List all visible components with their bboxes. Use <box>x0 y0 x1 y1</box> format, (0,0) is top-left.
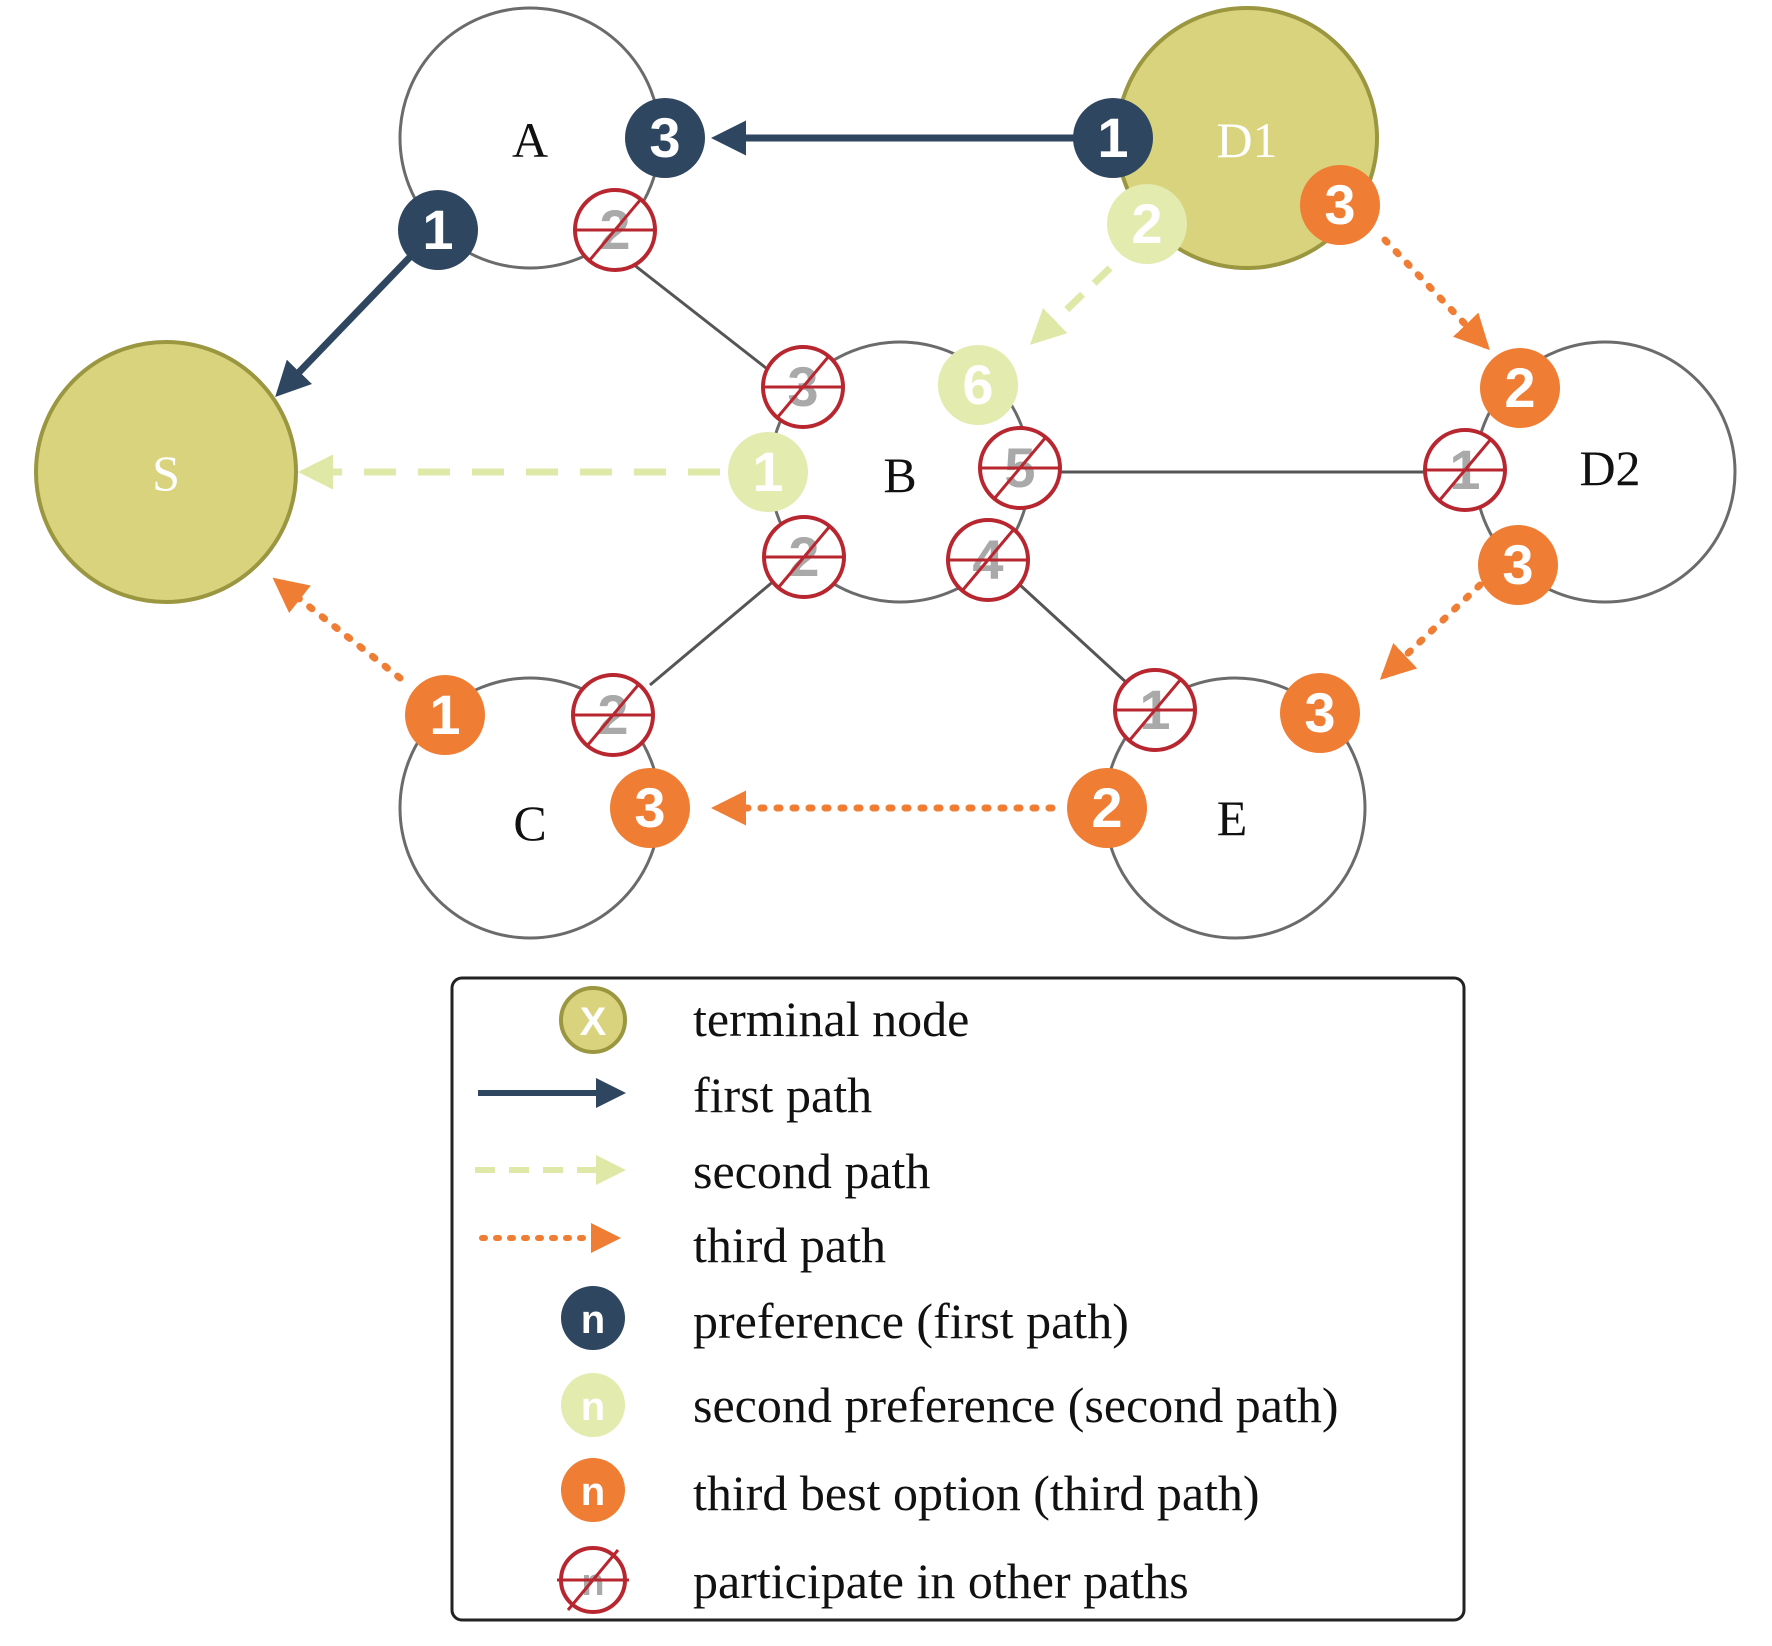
badge-value: 1 <box>422 198 453 261</box>
node-a-label: A <box>512 112 548 168</box>
legend-third-badge-text: third best option (third path) <box>693 1465 1260 1521</box>
legend-first-text: first path <box>693 1067 872 1123</box>
badge-d1-third-3: 3 <box>1300 165 1380 245</box>
badge-c-third-1: 1 <box>405 675 485 755</box>
badge-b-crossed-2: 2 <box>762 515 846 599</box>
badge-value: 1 <box>752 440 783 503</box>
links-layer <box>614 248 1475 697</box>
badge-d1-second-2: 2 <box>1107 184 1187 264</box>
third-path-d2-e <box>1379 581 1484 680</box>
badge-d2-crossed-1: 1 <box>1423 428 1507 512</box>
badge-b-crossed-3: 3 <box>761 345 845 429</box>
badge-value: 2 <box>1504 356 1535 419</box>
node-s-label: S <box>152 445 180 501</box>
node-d2-label: D2 <box>1579 440 1640 496</box>
badge-value: 2 <box>1091 776 1122 839</box>
legend-second-badge-glyph: n <box>581 1385 605 1429</box>
badge-a-first-3: 3 <box>625 98 705 178</box>
badge-value: 1 <box>1097 106 1128 169</box>
legend-second-badge-text: second preference (second path) <box>693 1377 1338 1433</box>
legend-crossed-badge-text: participate in other paths <box>693 1553 1189 1609</box>
badge-a-first-1: 1 <box>398 190 478 270</box>
badges-layer: 312123361524213123132 <box>398 98 1560 848</box>
legend-first-badge-text: preference (first path) <box>693 1293 1129 1349</box>
legend-third-badge-glyph: n <box>581 1470 605 1514</box>
legend: X terminal node first path second path t… <box>450 976 1466 1622</box>
legend-first-badge: n <box>561 1286 625 1350</box>
badge-d1-first-1: 1 <box>1073 98 1153 178</box>
link-b-e <box>1018 583 1142 697</box>
badge-e-crossed-1: 1 <box>1113 668 1197 752</box>
badge-value: 3 <box>634 776 665 839</box>
badge-b-second-1: 1 <box>728 432 808 512</box>
badge-value: 3 <box>649 106 680 169</box>
badge-value: 3 <box>1304 681 1335 744</box>
badge-c-third-3: 3 <box>610 768 690 848</box>
node-b-label: B <box>883 447 916 503</box>
badge-d2-third-3: 3 <box>1478 525 1558 605</box>
badge-value: 2 <box>1131 192 1162 255</box>
badge-a-crossed-2: 2 <box>573 188 657 272</box>
legend-second-badge: n <box>561 1373 625 1437</box>
node-e-label: E <box>1217 790 1248 846</box>
legend-second-text: second path <box>693 1143 930 1199</box>
badge-value: 3 <box>1502 533 1533 596</box>
badge-value: 6 <box>962 353 993 416</box>
badge-value: 3 <box>1324 173 1355 236</box>
legend-box <box>450 976 1466 1622</box>
badge-e-third-2: 2 <box>1067 768 1147 848</box>
legend-first-badge-glyph: n <box>581 1298 605 1342</box>
legend-third-badge: n <box>561 1458 625 1522</box>
link-a-b <box>614 248 776 377</box>
paths-layer <box>272 120 1490 826</box>
first-path-a-s <box>275 254 413 398</box>
legend-terminal-text: terminal node <box>693 991 969 1047</box>
badge-c-crossed-2: 2 <box>571 673 655 757</box>
third-path-d1-d2 <box>1381 236 1490 351</box>
badge-e-third-3: 3 <box>1280 673 1360 753</box>
node-s: S <box>34 340 298 604</box>
link-b-c <box>649 578 776 687</box>
legend-third-text: third path <box>693 1217 886 1273</box>
badge-b-second-6: 6 <box>938 345 1018 425</box>
badge-d2-third-2: 2 <box>1480 348 1560 428</box>
legend-terminal-symbol: X <box>559 986 627 1054</box>
badge-b-crossed-4: 4 <box>946 518 1030 602</box>
legend-crossed-badge: n <box>557 1546 629 1614</box>
node-d1-label: D1 <box>1216 112 1277 168</box>
legend-terminal-glyph: X <box>580 1000 607 1044</box>
second-path-d1-b <box>1029 265 1113 345</box>
badge-value: 1 <box>429 683 460 746</box>
badge-b-crossed-5: 5 <box>978 426 1062 510</box>
third-path-c-s <box>272 577 404 682</box>
node-c-label: C <box>513 795 546 851</box>
